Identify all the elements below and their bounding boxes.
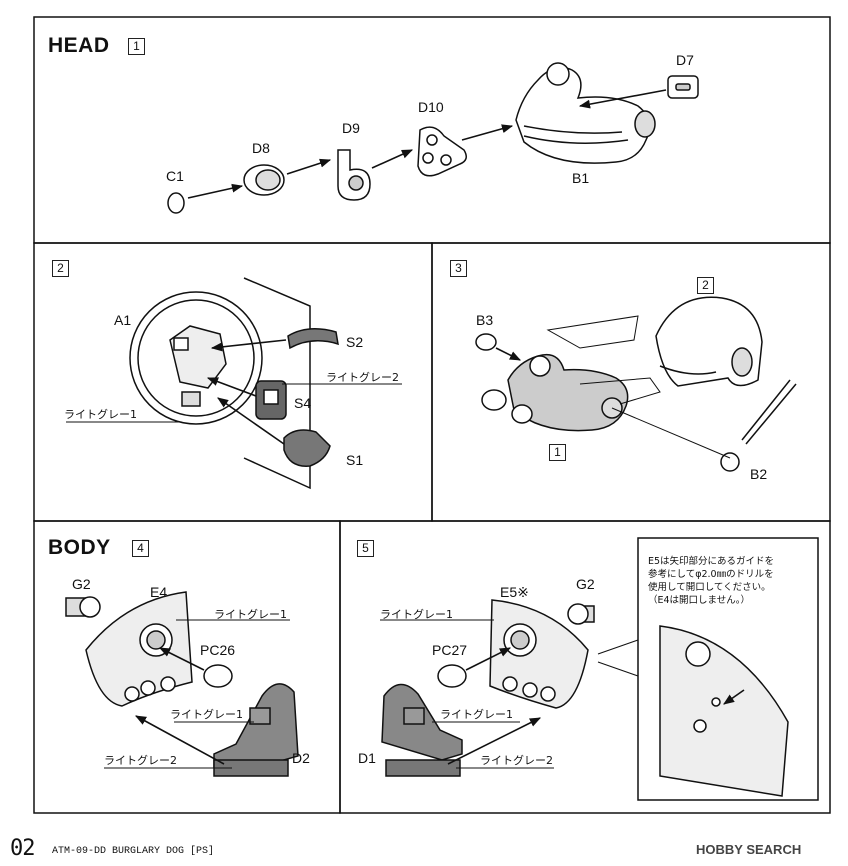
label-s4: S4 [294, 395, 312, 411]
part-b1 [515, 62, 656, 164]
part-d8 [243, 164, 285, 196]
step3-assembly [475, 296, 797, 472]
step-number-5: 5 [357, 540, 374, 557]
color-e5: ライトグレー1 [380, 608, 453, 621]
step-number-3: 3 [450, 260, 467, 277]
step4-assembly [65, 591, 299, 777]
part-a1 [129, 291, 263, 425]
label-d7: D7 [676, 52, 694, 68]
note-line: （E4は開口しません。） [648, 595, 751, 606]
part-d9 [337, 149, 371, 201]
label-s2: S2 [346, 334, 364, 350]
part-s2 [287, 328, 339, 350]
label-g2-left: G2 [72, 576, 91, 592]
color-d2-b: ライトグレー2 [104, 754, 177, 767]
plane-outline [243, 277, 311, 490]
watermark-brand: HOBBY SEARCH [696, 842, 802, 857]
color-light-gray-1: ライトグレー1 [64, 408, 137, 421]
head-arrows [187, 89, 667, 199]
part-d1 [381, 683, 463, 777]
step-number-1: 1 [128, 38, 145, 55]
step5-arrows [447, 647, 745, 765]
ref-step-2: 2 [697, 277, 714, 294]
color-light-gray-2: ライトグレー2 [326, 371, 399, 384]
label-d2: D2 [292, 750, 310, 766]
step2-leaders [66, 383, 402, 423]
panel-step5 [339, 520, 831, 814]
head-assembly [167, 62, 699, 214]
label-a1: A1 [114, 312, 132, 328]
part-pc26 [203, 664, 233, 688]
color-d2-a: ライトグレー1 [170, 708, 243, 721]
step5-assembly [381, 537, 819, 801]
part-hood [655, 296, 763, 387]
part-e5 [489, 599, 589, 709]
step3-leaders [546, 315, 731, 459]
label-d9: D9 [342, 120, 360, 136]
tool-tweezers [720, 379, 797, 472]
step2-arrows [206, 339, 287, 445]
head-title: HEAD [48, 34, 110, 57]
note-line: 参考にしてφ2.0㎜のドリルを [648, 569, 774, 580]
detail-callout [637, 537, 819, 801]
label-pc27: PC27 [432, 642, 468, 658]
part-e4 [85, 591, 193, 707]
label-e5: E5※ [500, 584, 529, 600]
label-s1: S1 [346, 452, 364, 468]
part-d7 [667, 75, 699, 99]
note-line: 使用して開口してください。 [648, 582, 771, 593]
part-s4 [255, 380, 287, 420]
page-number: 02 [10, 836, 35, 861]
label-e4: E4 [150, 584, 168, 600]
label-pc26: PC26 [200, 642, 236, 658]
part-g2-left [65, 596, 101, 618]
step4-leaders [104, 619, 290, 769]
label-b3: B3 [476, 312, 494, 328]
part-d10 [417, 126, 467, 177]
assembled-head [481, 353, 629, 432]
step-number-4: 4 [132, 540, 149, 557]
label-d8: D8 [252, 140, 270, 156]
part-g2-right [567, 603, 595, 625]
step-number-2: 2 [52, 260, 69, 277]
step2-assembly [129, 277, 339, 490]
label-d1: D1 [358, 750, 376, 766]
color-e4: ライトグレー1 [214, 608, 287, 621]
panel-step3 [431, 242, 831, 522]
part-c1 [167, 192, 185, 214]
part-s1 [283, 429, 331, 467]
color-d1-b: ライトグレー2 [480, 754, 553, 767]
label-b1: B1 [572, 170, 590, 186]
note-line: E5は矢印部分にあるガイドを [648, 556, 775, 567]
part-b3 [475, 333, 497, 351]
part-d2 [213, 683, 299, 777]
ref-step-1: 1 [549, 444, 566, 461]
body-title: BODY [48, 536, 111, 559]
label-c1: C1 [166, 168, 184, 184]
color-d1-a: ライトグレー1 [440, 708, 513, 721]
kit-title: ATM-09-DD BURGLARY DOG [PS] [52, 846, 215, 857]
label-b2: B2 [750, 466, 768, 482]
part-pc27 [437, 664, 467, 688]
label-d10: D10 [418, 99, 444, 115]
drill-note: E5は矢印部分にあるガイドを 参考にしてφ2.0㎜のドリルを 使用して開口してく… [648, 555, 804, 607]
step5-leaders [380, 619, 639, 769]
step3-arrows [495, 347, 522, 361]
label-g2-right: G2 [576, 576, 595, 592]
step4-arrows [135, 647, 225, 765]
